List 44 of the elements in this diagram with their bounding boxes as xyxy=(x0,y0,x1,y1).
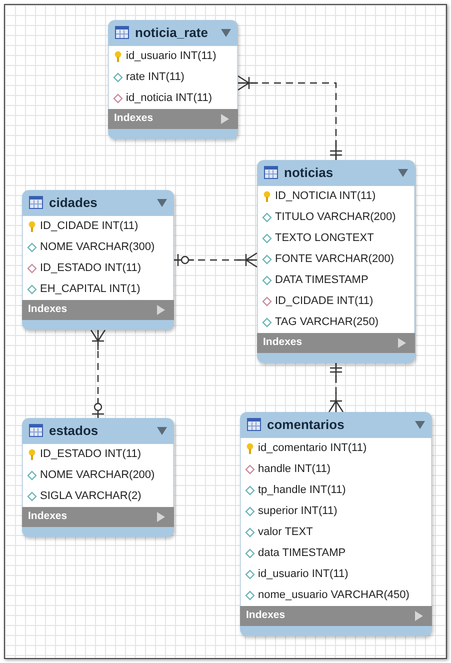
column-name: handle INT(11) xyxy=(258,463,331,475)
relationship-line xyxy=(328,362,344,413)
table-title: cidades xyxy=(49,195,98,210)
table-card xyxy=(257,160,415,363)
column-name: ID_NOTICIA INT(11) xyxy=(275,190,376,202)
column-name: EH_CAPITAL INT(1) xyxy=(40,283,140,295)
column-name: DATA TIMESTAMP xyxy=(275,274,368,286)
column-name: nome_usuario VARCHAR(450) xyxy=(258,589,410,601)
table-title: noticia_rate xyxy=(135,25,208,40)
table-title: estados xyxy=(49,423,98,438)
column-name: data TIMESTAMP xyxy=(258,547,346,559)
column-name: superior INT(11) xyxy=(258,505,338,517)
table-card xyxy=(22,418,174,537)
column-name: id_usuario INT(11) xyxy=(126,50,216,62)
column-name: rate INT(11) xyxy=(126,71,184,83)
indexes-label: Indexes xyxy=(114,112,154,124)
table-card xyxy=(240,412,432,636)
relationship-line xyxy=(237,75,343,161)
table-title: comentarios xyxy=(267,417,344,432)
column-name: TAG VARCHAR(250) xyxy=(275,316,379,328)
column-name: NOME VARCHAR(300) xyxy=(40,241,155,253)
column-name: tp_handle INT(11) xyxy=(258,484,346,496)
column-name: id_comentario INT(11) xyxy=(258,442,367,454)
column-name: valor TEXT xyxy=(258,526,313,538)
relationship-line xyxy=(173,252,258,268)
column-name: TEXTO LONGTEXT xyxy=(275,232,374,244)
table-card xyxy=(22,190,174,330)
column-name: ID_ESTADO INT(11) xyxy=(40,262,142,274)
table-title: noticias xyxy=(284,165,334,180)
indexes-label: Indexes xyxy=(28,303,68,315)
column-name: SIGLA VARCHAR(2) xyxy=(40,490,142,502)
indexes-label: Indexes xyxy=(28,510,68,522)
column-name: ID_CIDADE INT(11) xyxy=(40,220,138,232)
column-name: TITULO VARCHAR(200) xyxy=(275,211,396,223)
column-name: ID_CIDADE INT(11) xyxy=(275,295,374,307)
column-name: NOME VARCHAR(200) xyxy=(40,469,155,481)
column-name: id_noticia INT(11) xyxy=(126,92,212,104)
column-name: id_usuario INT(11) xyxy=(258,568,348,580)
relationship-line xyxy=(90,329,106,419)
indexes-label: Indexes xyxy=(246,609,286,621)
indexes-label: Indexes xyxy=(263,336,302,348)
table-card xyxy=(108,20,238,139)
column-name: ID_ESTADO INT(11) xyxy=(40,448,142,460)
column-name: FONTE VARCHAR(200) xyxy=(275,253,394,265)
